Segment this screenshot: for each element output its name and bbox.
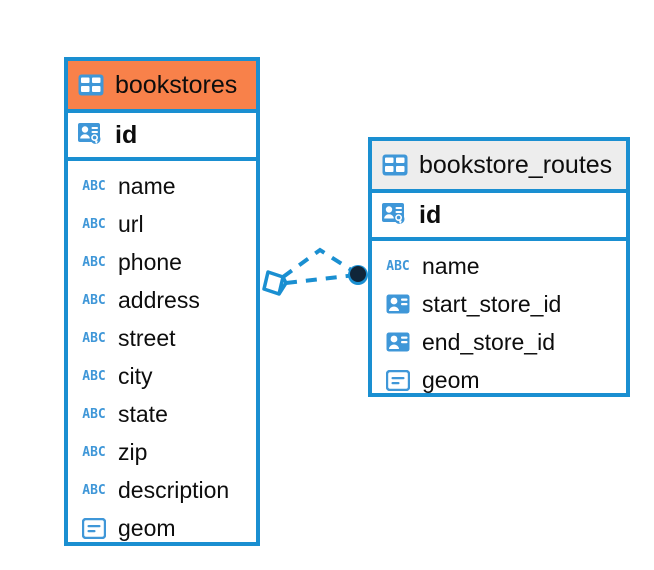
field-label: name [422, 252, 480, 279]
abc-icon: ABC [82, 368, 106, 384]
abc-icon: ABC [82, 482, 106, 498]
primary-key-label: id [419, 200, 442, 229]
field-row[interactable]: geom [372, 361, 626, 399]
primary-key-icon [78, 123, 104, 147]
field-row[interactable]: start_store_id [372, 285, 626, 323]
field-label: name [118, 172, 176, 199]
entity-title: bookstores [115, 70, 238, 99]
field-row[interactable]: ABC description [68, 471, 256, 509]
field-label: phone [118, 248, 182, 275]
field-label: zip [118, 438, 148, 465]
entity-title: bookstore_routes [419, 150, 613, 179]
field-label: geom [118, 514, 176, 541]
abc-icon: ABC [82, 330, 106, 346]
field-label: street [118, 324, 176, 351]
field-label: geom [422, 366, 480, 393]
field-label: description [118, 476, 230, 503]
table-icon [78, 74, 104, 96]
geometry-icon [80, 517, 108, 539]
abc-icon: ABC [82, 216, 106, 232]
foreign-key-icon [384, 332, 412, 352]
field-label: url [118, 210, 144, 237]
field-row[interactable]: ABC address [68, 281, 256, 319]
field-row-primary-key[interactable]: id [68, 113, 256, 161]
entity-bookstore-routes[interactable]: bookstore_routes id ABC name [368, 137, 630, 397]
field-row[interactable]: ABC street [68, 319, 256, 357]
abc-icon: ABC [82, 178, 106, 194]
abc-icon: ABC [82, 444, 106, 460]
abc-icon: ABC [82, 254, 106, 270]
field-label: state [118, 400, 168, 427]
relationship-line-upper [281, 247, 358, 279]
relationship-endpoint-dot [348, 265, 368, 285]
field-row[interactable]: geom [68, 509, 256, 547]
abc-icon: ABC [82, 292, 106, 308]
entity-bookstores[interactable]: bookstores id ABC name [64, 57, 260, 546]
entity-header-bookstore-routes[interactable]: bookstore_routes [372, 141, 626, 193]
abc-icon: ABC [386, 258, 410, 274]
field-row-primary-key[interactable]: id [372, 193, 626, 241]
field-label: start_store_id [422, 290, 562, 317]
field-row[interactable]: end_store_id [372, 323, 626, 361]
field-row[interactable]: ABC name [372, 247, 626, 285]
field-row[interactable]: ABC state [68, 395, 256, 433]
field-row[interactable]: ABC name [68, 167, 256, 205]
primary-key-label: id [115, 120, 138, 149]
primary-key-icon [382, 203, 408, 227]
geometry-icon [384, 369, 412, 391]
field-label: end_store_id [422, 328, 555, 355]
foreign-key-icon [384, 294, 412, 314]
field-list-bookstore-routes: ABC name start_store_id [372, 241, 626, 407]
relationship-line-lower [285, 273, 357, 285]
field-row[interactable]: ABC url [68, 205, 256, 243]
table-icon [382, 154, 408, 176]
field-list-bookstores: ABC name ABC url ABC phone ABC address A… [68, 161, 256, 555]
entity-header-bookstores[interactable]: bookstores [68, 61, 256, 113]
field-row[interactable]: ABC city [68, 357, 256, 395]
field-label: city [118, 362, 153, 389]
field-label: address [118, 286, 200, 313]
relationship-diamond-marker [262, 270, 288, 296]
abc-icon: ABC [82, 406, 106, 422]
field-row[interactable]: ABC zip [68, 433, 256, 471]
field-row[interactable]: ABC phone [68, 243, 256, 281]
